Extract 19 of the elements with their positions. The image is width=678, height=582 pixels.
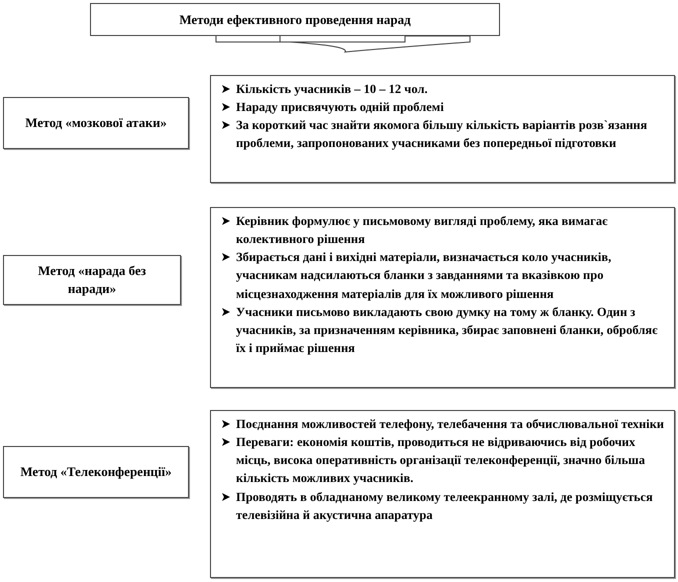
description-box xyxy=(210,75,675,183)
title-box: Методи ефективного проведення нарад xyxy=(90,3,500,36)
bullet-text: Поєднання можливостей телефону, телебачення та обчислювальної техніки xyxy=(236,416,664,433)
description-box xyxy=(210,207,675,388)
bullet-text: Керівник формулює у письмовому вигляді проблему, яка вимагає колективного рішення xyxy=(236,213,609,248)
method-label: Метод «нарада без наради» xyxy=(37,262,147,298)
bullet-text: Нараду присвячують одній проблемі xyxy=(236,99,444,116)
description-box xyxy=(210,410,675,578)
method-label: Метод «мозкової атаки» xyxy=(25,114,167,132)
method-box xyxy=(3,97,189,149)
bullet-text: За короткий час знайти якомога більшу кількість варіантів розв`язання проблеми, запропонованих учасниками без попередньої підготовки xyxy=(236,117,648,152)
method-label: Метод «Телеконференції» xyxy=(20,463,172,481)
bullet-text: Збирається дані і вихідні матеріали, визначається коло учасників, учасникам надсилаються бланки з завданнями та вказівкою про місцезнаходження матеріалів для їх можливого рішення xyxy=(236,249,612,303)
bullet-text: Учасники письмово викладають свою думку на тому ж бланку. Один з учасників, за призначенням керівника, збирає заповнені бланки, обробляє їх і приймає рішення xyxy=(236,304,658,357)
bullet-text: Проводять в обладнаному великому телеекранному залі, де розміщується телевізійна й акустична апаратура xyxy=(236,488,654,524)
bullet-text: Кількість учасників – 10 – 12 чол. xyxy=(236,81,428,98)
bullet-text: Переваги: економія коштів, проводиться не відриваючись від робочих місць, висока оперативність організації телеконференції, значно більша кількість можливих учасників. xyxy=(236,434,646,488)
method-box xyxy=(3,255,181,305)
method-box xyxy=(3,446,189,498)
